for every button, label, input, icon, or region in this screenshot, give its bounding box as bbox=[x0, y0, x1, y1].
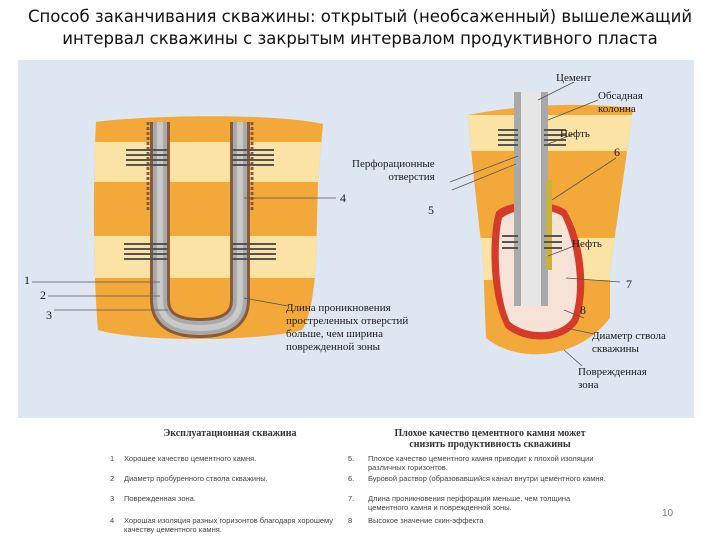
legend-right-item-7: Длина проникновения перфорации меньше, ч… bbox=[368, 494, 571, 512]
oil-top-label: Нефть bbox=[560, 128, 590, 140]
perforation-label: Перфорационные отверстия bbox=[352, 158, 435, 184]
oil-bottom-label: Нефть bbox=[572, 238, 602, 250]
right-callout-8: 8 bbox=[580, 303, 586, 317]
legend-left-item-2: Диаметр пробуренного ствола скважины. bbox=[124, 474, 268, 483]
slide-title: Способ заканчивания скважины: открытый (… bbox=[20, 6, 700, 50]
legend-left-num-3: 3 bbox=[110, 494, 115, 503]
left-perforations bbox=[124, 149, 276, 260]
diameter-label: Диаметр ствола скважины bbox=[592, 330, 666, 356]
damaged-zone-label: Поврежденная зона bbox=[578, 366, 647, 392]
legend-left-item-4: Хорошая изоляция разных горизонтов благо… bbox=[124, 516, 334, 534]
left-callout-4: 4 bbox=[340, 191, 346, 205]
right-leader-lines bbox=[449, 81, 621, 367]
title-line-1: Способ заканчивания скважины: открытый (… bbox=[27, 7, 693, 26]
page-number: 10 bbox=[662, 508, 674, 519]
legend-right-num-6: 6. bbox=[348, 474, 355, 483]
legend-left-item-3: Поврежденная зона. bbox=[124, 494, 196, 503]
diameter-line-1: Диаметр ствола bbox=[592, 330, 666, 342]
perf-line-1: Перфорационные bbox=[352, 158, 435, 170]
right-callout-6: 6 bbox=[614, 145, 620, 159]
legend-left-num-2: 2 bbox=[110, 474, 115, 483]
caption-line-1: Длина проникновения bbox=[286, 302, 391, 314]
legend-right-heading-2: снизить продуктивность скважины bbox=[409, 439, 571, 450]
perf-line-2: отверстия bbox=[388, 171, 435, 183]
legend-left-num-4: 4 bbox=[110, 516, 115, 525]
left-light-band-top bbox=[93, 142, 323, 182]
damaged-line-1: Поврежденная bbox=[578, 366, 647, 378]
penetration-caption: Длина проникновения простреленных отверс… bbox=[286, 302, 408, 354]
legend-right-num-7: 7. bbox=[348, 494, 355, 503]
legend-right-item-6: Буровой раствор (образовавшийся канал вн… bbox=[368, 474, 606, 483]
legend-right-heading-1: Плохое качество цементного камня может bbox=[394, 428, 586, 439]
cement-label: Цемент bbox=[556, 72, 592, 84]
left-leader-lines bbox=[32, 197, 336, 311]
legend-right-item-5: Плохое качество цементного камня приводи… bbox=[368, 454, 594, 472]
legend-left: Эксплуатационная скважина bbox=[120, 428, 340, 439]
figure-panel: 1 2 3 4 Длина проникновения простреленны… bbox=[18, 60, 694, 418]
damaged-line-2: зона bbox=[578, 379, 599, 391]
legend-right-num-5: 5. bbox=[348, 454, 355, 463]
diameter-line-2: скважины bbox=[592, 343, 639, 355]
legend-right-num-8: 8 bbox=[348, 516, 353, 525]
casing-label: Обсадная колонна bbox=[598, 90, 643, 116]
caption-line-2: простреленных отверстий bbox=[286, 315, 409, 327]
left-callout-1: 1 bbox=[24, 273, 30, 287]
right-perforations bbox=[498, 129, 566, 249]
left-light-band-bottom bbox=[93, 236, 323, 278]
right-callout-7: 7 bbox=[626, 277, 632, 291]
casing-line-2: колонна bbox=[598, 103, 636, 115]
legend-left-num-1: 1 bbox=[110, 454, 115, 463]
title-line-2: интервал скважины с закрытым интервалом … bbox=[62, 29, 658, 48]
legend-right-item-8: Высокое значение скин-эффекта bbox=[368, 516, 484, 525]
legend-left-item-1: Хорошее качество цементного камня. bbox=[124, 454, 257, 463]
caption-line-3: больше, чем ширина bbox=[286, 328, 383, 340]
left-callout-3: 3 bbox=[46, 308, 52, 322]
casing-line-1: Обсадная bbox=[598, 90, 643, 102]
left-callout-2: 2 bbox=[40, 288, 46, 302]
caption-line-4: поврежденной зоны bbox=[286, 341, 381, 353]
legend-right: Плохое качество цементного камня может с… bbox=[360, 428, 620, 450]
mud-channel bbox=[546, 180, 552, 270]
right-casing bbox=[514, 92, 552, 306]
right-callout-5: 5 bbox=[428, 203, 434, 217]
legend-left-heading: Эксплуатационная скважина bbox=[163, 428, 297, 439]
well-completion-diagram bbox=[32, 81, 633, 367]
